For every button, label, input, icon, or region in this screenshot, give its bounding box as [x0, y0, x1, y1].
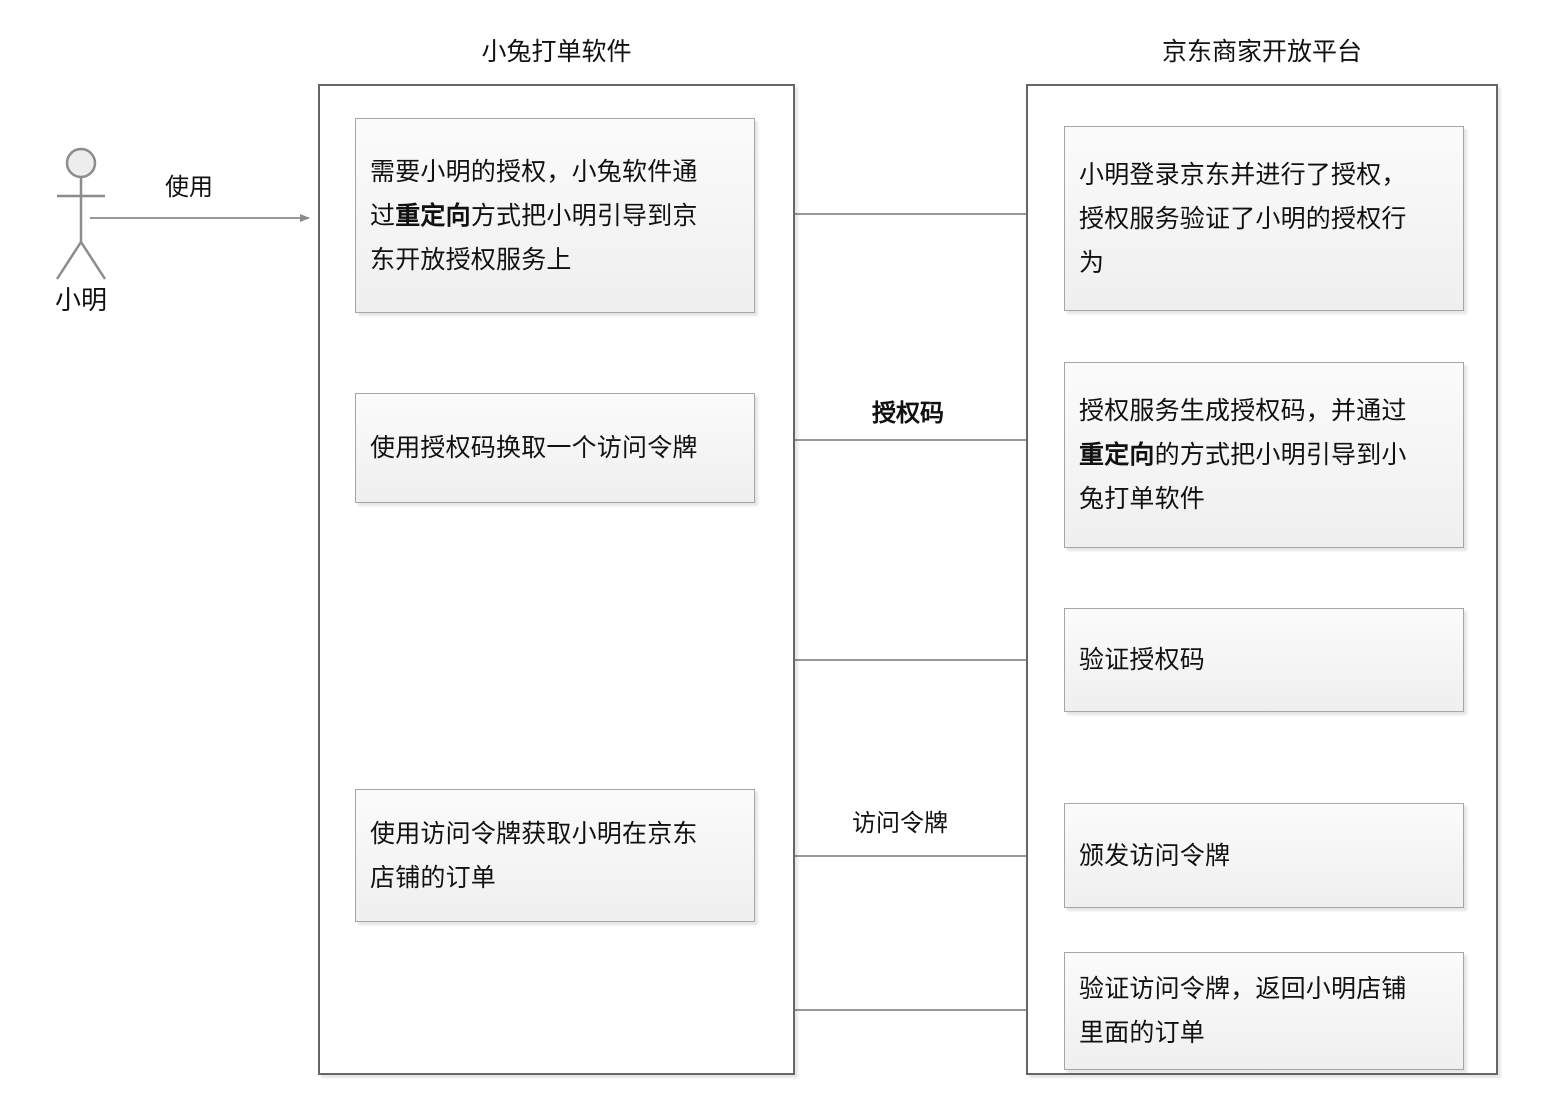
node-left-1-line2-post: 方式把小明引导到京	[470, 200, 698, 230]
node-right-5-line1: 验证访问令牌，返回小明店铺	[1079, 974, 1407, 1003]
node-right-2-line3: 兔打单软件	[1079, 484, 1206, 513]
node-right-1-line2: 授权服务验证了小明的授权行	[1079, 203, 1407, 233]
node-left-2-line1: 使用授权码换取一个访问令牌	[370, 433, 698, 462]
node-right-2[interactable]: 授权服务生成授权码，并通过 重定向的方式把小明引导到小 兔打单软件	[1064, 362, 1464, 548]
node-right-2-line1: 授权服务生成授权码，并通过	[1079, 396, 1407, 425]
node-left-3-line2: 店铺的订单	[370, 862, 497, 892]
node-right-4-line1: 颁发访问令牌	[1079, 840, 1231, 870]
node-left-1[interactable]: 需要小明的授权，小兔软件通 过重定向方式把小明引导到京 东开放授权服务上	[355, 118, 755, 313]
node-left-3-line1: 使用访问令牌获取小明在京东	[370, 818, 698, 848]
node-left-1-line2-pre: 过	[370, 200, 396, 230]
node-right-2-line2-post: 的方式把小明引导到小	[1154, 440, 1407, 469]
node-right-1-line3: 为	[1079, 247, 1105, 277]
node-left-1-line1: 需要小明的授权，小兔软件通	[370, 156, 698, 186]
node-left-1-line3: 东开放授权服务上	[370, 244, 572, 274]
node-right-1-line1: 小明登录京东并进行了授权，	[1079, 159, 1407, 189]
node-right-5[interactable]: 验证访问令牌，返回小明店铺 里面的订单	[1064, 952, 1464, 1070]
node-left-2[interactable]: 使用授权码换取一个访问令牌	[355, 393, 755, 503]
node-right-5-line2: 里面的订单	[1079, 1018, 1206, 1047]
lane-title-right: 京东商家开放平台	[1161, 37, 1362, 66]
actor-label: 小明	[54, 286, 107, 316]
edge-label-use: 使用	[165, 173, 213, 201]
actor-stick-figure	[55, 147, 107, 280]
edge-label-auth-code: 授权码	[872, 399, 944, 427]
node-right-1[interactable]: 小明登录京东并进行了授权， 授权服务验证了小明的授权行 为	[1064, 126, 1464, 311]
node-right-2-line2-bold: 重定向	[1079, 440, 1155, 469]
node-left-3[interactable]: 使用访问令牌获取小明在京东 店铺的订单	[355, 789, 755, 922]
node-right-4[interactable]: 颁发访问令牌	[1064, 803, 1464, 908]
node-right-3-line1: 验证授权码	[1079, 645, 1206, 674]
node-left-1-line2-bold: 重定向	[395, 200, 471, 230]
edge-label-access-token: 访问令牌	[852, 809, 948, 837]
node-right-3[interactable]: 验证授权码	[1064, 608, 1464, 712]
lane-title-left: 小兔打单软件	[481, 37, 632, 66]
